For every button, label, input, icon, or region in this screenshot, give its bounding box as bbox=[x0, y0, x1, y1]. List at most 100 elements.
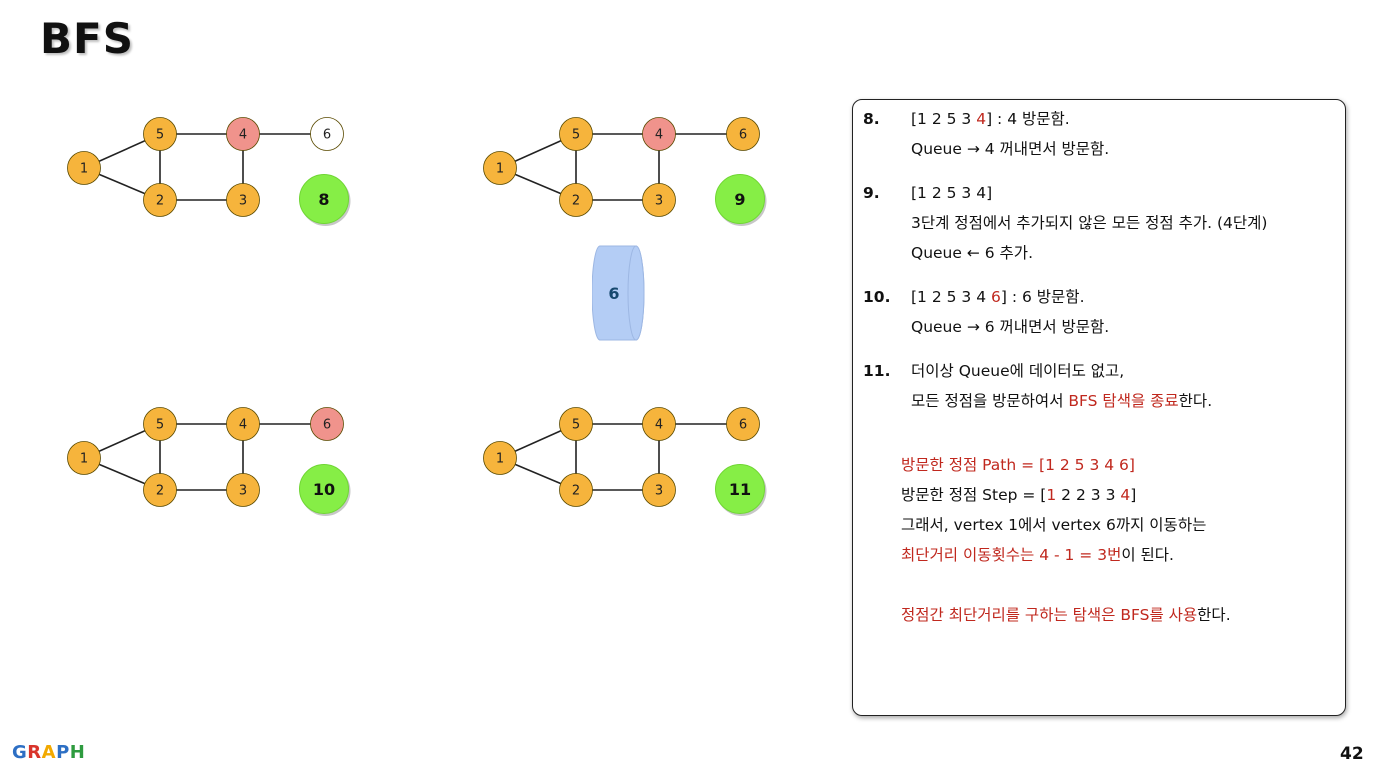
bfs-graph-step-9: 1 2 3 4 5 6 9 bbox=[483, 117, 767, 226]
vertex-2-label: 2 bbox=[572, 484, 580, 499]
vertex-1: 1 bbox=[67, 441, 101, 475]
vertex-2: 2 bbox=[143, 473, 177, 507]
visited-path-line: 방문한 정점 Path = [1 2 5 3 4 6] bbox=[901, 456, 1135, 474]
distance-line: 최단거리 이동횟수는 4 - 1 = 3번이 된다. bbox=[901, 546, 1174, 564]
step-9-line-2: 3단계 정점에서 추가되지 않은 모든 정점 추가. (4단계) bbox=[911, 214, 1268, 232]
conclusion-block: 방문한 정점 Path = [1 2 5 3 4 6] 방문한 정점 Step … bbox=[853, 450, 1345, 630]
step-badge: 9 bbox=[715, 174, 767, 226]
step-9-line-1: [1 2 5 3 4] bbox=[911, 184, 993, 202]
queue-item: 6 bbox=[608, 284, 619, 303]
vertex-1-circle bbox=[483, 441, 517, 475]
vertex-4: 4 bbox=[642, 407, 676, 441]
vertex-5-label: 5 bbox=[156, 128, 164, 143]
step-badge-label: 10 bbox=[313, 480, 335, 499]
vertex-5-circle bbox=[143, 117, 177, 151]
step-9-line-3: Queue ← 6 추가. bbox=[911, 244, 1033, 262]
step-badge: 11 bbox=[715, 464, 767, 516]
vertex-line: 그래서, vertex 1에서 vertex 6까지 이동하는 bbox=[901, 516, 1207, 534]
vertex-6-circle bbox=[310, 407, 344, 441]
vertex-2-label: 2 bbox=[156, 484, 164, 499]
vertex-2: 2 bbox=[143, 183, 177, 217]
visited-step-line: 방문한 정점 Step = [1 2 2 3 3 4] bbox=[901, 486, 1137, 504]
step-badge: 8 bbox=[299, 174, 351, 226]
vertex-6-circle bbox=[310, 117, 344, 151]
step-number: 9. bbox=[863, 184, 880, 202]
vertex-4-circle bbox=[226, 407, 260, 441]
vertex-1-circle bbox=[67, 151, 101, 185]
vertex-4-label: 4 bbox=[655, 128, 663, 143]
vertex-4-label: 4 bbox=[239, 128, 247, 143]
vertex-3: 3 bbox=[642, 183, 676, 217]
bfs-explanation-box: 8. [1 2 5 3 4] : 4 방문함. Queue → 4 꺼내면서 방… bbox=[852, 99, 1346, 716]
vertex-4-circle bbox=[642, 117, 676, 151]
vertex-4-label: 4 bbox=[239, 418, 247, 433]
vertex-6-label: 6 bbox=[323, 418, 331, 433]
graph-logo: GRAPH bbox=[12, 742, 85, 763]
step-8-line-2: Queue → 4 꺼내면서 방문함. bbox=[911, 140, 1110, 158]
note-step-9: 9. [1 2 5 3 4] 3단계 정점에서 추가되지 않은 모든 정점 추가… bbox=[853, 178, 1345, 268]
vertex-3-circle bbox=[226, 183, 260, 217]
step-badge-circle bbox=[299, 464, 349, 514]
step-number: 11. bbox=[863, 362, 891, 380]
step-number: 10. bbox=[863, 288, 891, 306]
vertex-5: 5 bbox=[559, 407, 593, 441]
logo-letter: P bbox=[56, 742, 70, 763]
step-badge-label: 11 bbox=[729, 480, 751, 499]
vertex-2-circle bbox=[559, 473, 593, 507]
logo-letter: A bbox=[41, 742, 57, 763]
vertex-2-label: 2 bbox=[572, 194, 580, 209]
vertex-3-label: 3 bbox=[655, 194, 663, 209]
vertex-6: 6 bbox=[310, 117, 344, 151]
vertex-1-label: 1 bbox=[496, 162, 504, 177]
vertex-6: 6 bbox=[726, 117, 760, 151]
vertex-1: 1 bbox=[67, 151, 101, 185]
note-step-11: 11. 더이상 Queue에 데이터도 없고, 모든 정점을 방문하여서 BFS… bbox=[853, 356, 1345, 416]
vertex-5-circle bbox=[559, 117, 593, 151]
page-number: 42 bbox=[1340, 744, 1364, 764]
step-badge-label: 9 bbox=[734, 190, 745, 209]
bfs-graph-step-11: 1 2 3 4 5 6 11 bbox=[483, 407, 767, 516]
vertex-1-label: 1 bbox=[496, 452, 504, 467]
step-badge: 10 bbox=[299, 464, 351, 516]
vertex-5: 5 bbox=[143, 117, 177, 151]
vertex-3-circle bbox=[642, 183, 676, 217]
vertex-5-label: 5 bbox=[156, 418, 164, 433]
step-badge-label: 8 bbox=[318, 190, 329, 209]
vertex-3-circle bbox=[642, 473, 676, 507]
vertex-6-circle bbox=[726, 407, 760, 441]
vertex-4: 4 bbox=[226, 407, 260, 441]
step-10-line-1: [1 2 5 3 4 6] : 6 방문함. bbox=[911, 288, 1085, 306]
vertex-4-circle bbox=[226, 117, 260, 151]
vertex-3: 3 bbox=[226, 473, 260, 507]
vertex-4-label: 4 bbox=[655, 418, 663, 433]
final-line: 정점간 최단거리를 구하는 탐색은 BFS를 사용한다. bbox=[901, 606, 1231, 624]
vertex-6: 6 bbox=[726, 407, 760, 441]
step-8-line-1: [1 2 5 3 4] : 4 방문함. bbox=[911, 110, 1070, 128]
vertex-2-circle bbox=[143, 183, 177, 217]
vertex-5-circle bbox=[559, 407, 593, 441]
vertex-3: 3 bbox=[642, 473, 676, 507]
bfs-graph-step-10: 1 2 3 4 5 6 10 bbox=[67, 407, 351, 516]
vertex-1-label: 1 bbox=[80, 162, 88, 177]
vertex-1-circle bbox=[67, 441, 101, 475]
step-badge-circle bbox=[715, 174, 765, 224]
vertex-1-label: 1 bbox=[80, 452, 88, 467]
logo-letter: R bbox=[27, 742, 42, 763]
vertex-2: 2 bbox=[559, 183, 593, 217]
vertex-5-label: 5 bbox=[572, 418, 580, 433]
vertex-3-label: 3 bbox=[239, 484, 247, 499]
vertex-3-circle bbox=[226, 473, 260, 507]
step-badge-circle bbox=[299, 174, 349, 224]
bfs-graph-step-8: 1 2 3 4 5 6 8 bbox=[67, 117, 351, 226]
queue-cylinder: 6 bbox=[592, 245, 645, 341]
vertex-2-label: 2 bbox=[156, 194, 164, 209]
vertex-3-label: 3 bbox=[239, 194, 247, 209]
vertex-5-label: 5 bbox=[572, 128, 580, 143]
vertex-5: 5 bbox=[559, 117, 593, 151]
vertex-2: 2 bbox=[559, 473, 593, 507]
vertex-6: 6 bbox=[310, 407, 344, 441]
vertex-1: 1 bbox=[483, 441, 517, 475]
logo-letter: G bbox=[12, 742, 28, 763]
vertex-6-circle bbox=[726, 117, 760, 151]
vertex-3-label: 3 bbox=[655, 484, 663, 499]
